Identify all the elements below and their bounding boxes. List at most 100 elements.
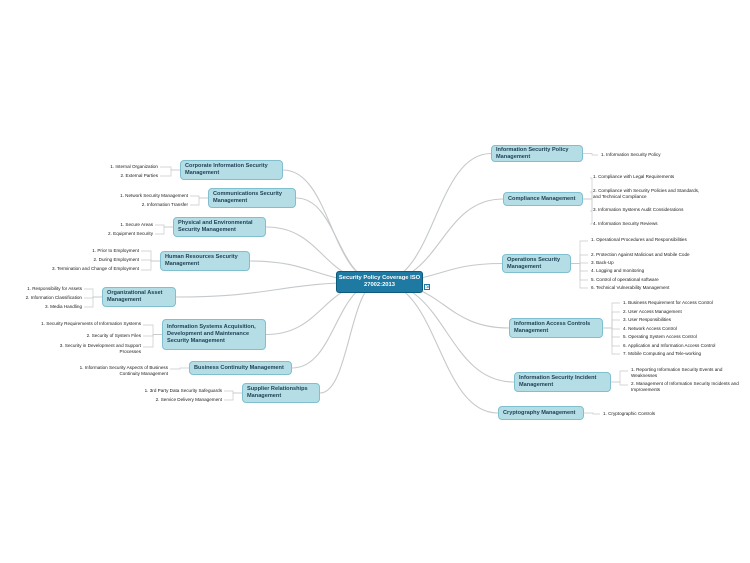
leaf-item[interactable]: 3. Security in Development and Support P… (59, 343, 141, 354)
leaf-item[interactable]: 5. Operating System Access Control (623, 334, 697, 339)
branch-label: Business Continuity Management (194, 364, 284, 371)
leaf-connector (571, 263, 588, 281)
leaf-item[interactable]: 4. Network Access Control (623, 326, 677, 331)
root-title: Security Policy Coverage ISO 27002:2013 (338, 275, 421, 288)
branch-information-security-incident-management[interactable]: Information Security Incident Management (514, 372, 611, 392)
leaf-item[interactable]: 2. Protection Against Malicious and Mobi… (591, 252, 690, 257)
branch-information-systems-acquisition-development-and-maintenance-security-management[interactable]: Information Systems Acquisition, Develop… (162, 319, 266, 350)
leaf-item[interactable]: 4. Information Security Reviews (593, 221, 658, 226)
leaf-connector (141, 250, 160, 262)
leaf-item[interactable]: 7. Mobile Computing and Tele-working (623, 351, 702, 356)
leaf-item[interactable]: 1. Information Security Policy (601, 152, 661, 157)
leaf-item[interactable]: 2. Information Classification (25, 295, 82, 300)
branch-connector (378, 198, 504, 283)
branch-human-resources-security-management[interactable]: Human Resources Security Management (160, 251, 250, 271)
branch-connector (282, 169, 380, 283)
root-topic[interactable]: Security Policy Coverage ISO 27002:2013 (336, 271, 423, 293)
leaf-item[interactable]: 2. User Access Management (623, 309, 682, 314)
leaf-item[interactable]: 1. Operational Procedures and Responsibi… (591, 237, 687, 242)
leaf-connector (603, 302, 620, 329)
leaf-item[interactable]: 1. Compliance with Legal Requirements (593, 174, 675, 179)
leaf-connector (160, 166, 180, 171)
leaf-item[interactable]: 3. Back-Up (591, 260, 614, 265)
leaf-item[interactable]: 3. User Responsibilities (623, 317, 671, 322)
leaf-item[interactable]: 1. Security Requirements of Information … (41, 321, 141, 326)
leaf-connector (141, 260, 160, 271)
leaf-connector (170, 367, 189, 370)
leaf-item[interactable]: 5. Control of operational software (591, 277, 659, 282)
leaf-item[interactable]: 3. Termination and Change of Employment (52, 266, 139, 271)
leaf-item[interactable]: 2. Equipment Security (108, 231, 153, 236)
branch-label: Communications Security Management (213, 191, 283, 204)
branch-label: Information Security Policy Management (496, 146, 569, 160)
branch-label: Physical and Environmental Security Mana… (178, 220, 253, 233)
leaf-connector (143, 324, 162, 335)
branch-label: Information Security Incident Management (519, 375, 597, 388)
leaf-item[interactable]: 1. Cryptographic Controls (603, 411, 656, 416)
leaf-item[interactable]: 1. Network Security Management (120, 193, 188, 198)
branch-compliance-management[interactable]: Compliance Management (503, 192, 583, 206)
leaf-connector (583, 198, 593, 225)
leaf-item[interactable]: 6. Technical Vulnerability Management (591, 285, 670, 290)
leaf-item[interactable]: 1. Business Requirement for Access Contr… (623, 300, 713, 305)
branch-organizational-asset-management[interactable]: Organizational Asset Management (102, 287, 176, 307)
leaf-connector (583, 198, 593, 212)
leaf-item[interactable]: 1. Prior to Employment (92, 248, 139, 253)
leaf-connector (583, 177, 593, 200)
branch-cryptography-management[interactable]: Cryptography Management (498, 406, 584, 420)
leaf-connector (603, 319, 620, 329)
branch-physical-and-environmental-security-management[interactable]: Physical and Environmental Security Mana… (173, 217, 266, 237)
branch-information-access-controls-management[interactable]: Information Access Controls Management (509, 318, 603, 338)
leaf-connector (190, 197, 208, 206)
branch-label: Operations Security Management (507, 256, 561, 270)
branch-label: Organizational Asset Management (107, 290, 163, 303)
branch-communications-security-management[interactable]: Communications Security Management (208, 188, 296, 208)
leaf-item[interactable]: 2. Compliance with Security Policies and… (593, 188, 700, 199)
branch-operations-security-management[interactable]: Operations Security Management (502, 254, 571, 273)
leaf-connector (584, 412, 600, 415)
leaf-connector (611, 381, 628, 386)
branch-connector (378, 152, 492, 283)
leaf-connector (160, 169, 180, 177)
branch-information-security-policy-management[interactable]: Information Security Policy Management (491, 145, 583, 162)
leaf-item[interactable]: 4. Logging and monitoring (591, 268, 645, 273)
leaf-connector (84, 288, 102, 298)
leaf-item[interactable]: 1. Secure Areas (120, 222, 153, 227)
leaf-item[interactable]: 2. During Employment (93, 257, 139, 262)
expand-icon[interactable]: ⇲ (424, 284, 430, 290)
branch-supplier-relationships-management[interactable]: Supplier Relationships Management (242, 383, 320, 403)
leaf-item[interactable]: 1. Internal Organization (110, 164, 158, 169)
leaf-item[interactable]: 1. Information Security Aspects of Busin… (79, 365, 168, 376)
branch-label: Human Resources Security Management (165, 254, 238, 267)
branch-corporate-information-security-management[interactable]: Corporate Information Security Managemen… (180, 160, 283, 180)
leaf-item[interactable]: 1. 3rd Party Data Security Safeguards (144, 388, 222, 393)
leaf-connector (611, 370, 628, 383)
branch-connector (378, 281, 515, 383)
leaf-item[interactable]: 2. Management of Information Security In… (631, 381, 739, 392)
branch-label: Corporate Information Security Managemen… (185, 163, 268, 176)
leaf-item[interactable]: 6. Application and Information Access Co… (623, 343, 716, 348)
branch-label: Compliance Management (508, 195, 576, 202)
branch-label: Information Access Controls Management (514, 321, 591, 334)
leaf-item[interactable]: 2. Information Transfer (141, 202, 188, 207)
leaf-item[interactable]: 1. Responsibility for Assets (27, 286, 82, 291)
leaf-connector (155, 226, 173, 235)
branch-label: Supplier Relationships Management (247, 386, 308, 399)
branch-label: Information Systems Acquisition, Develop… (167, 324, 256, 344)
leaf-item[interactable]: 2. Service Delivery Management (155, 397, 222, 402)
leaf-connector (84, 296, 102, 308)
leaf-connector (583, 153, 598, 156)
leaf-connector (224, 392, 242, 401)
branch-label: Cryptography Management (503, 409, 576, 416)
branch-business-continuity-management[interactable]: Business Continuity Management (189, 361, 292, 375)
leaf-item[interactable]: 1. Reporting Information Security Events… (631, 367, 723, 378)
leaf-item[interactable]: 3. Information Systems Audit Considerati… (593, 207, 684, 212)
leaf-connector (571, 240, 588, 264)
leaf-connector (603, 327, 620, 355)
leaf-connector (571, 263, 588, 289)
leaf-item[interactable]: 3. Media Handling (44, 304, 82, 309)
leaf-item[interactable]: 2. Security of System Files (86, 333, 141, 338)
leaf-connector (143, 334, 162, 348)
leaf-connector (571, 263, 588, 272)
leaf-item[interactable]: 2. External Parties (120, 173, 158, 178)
